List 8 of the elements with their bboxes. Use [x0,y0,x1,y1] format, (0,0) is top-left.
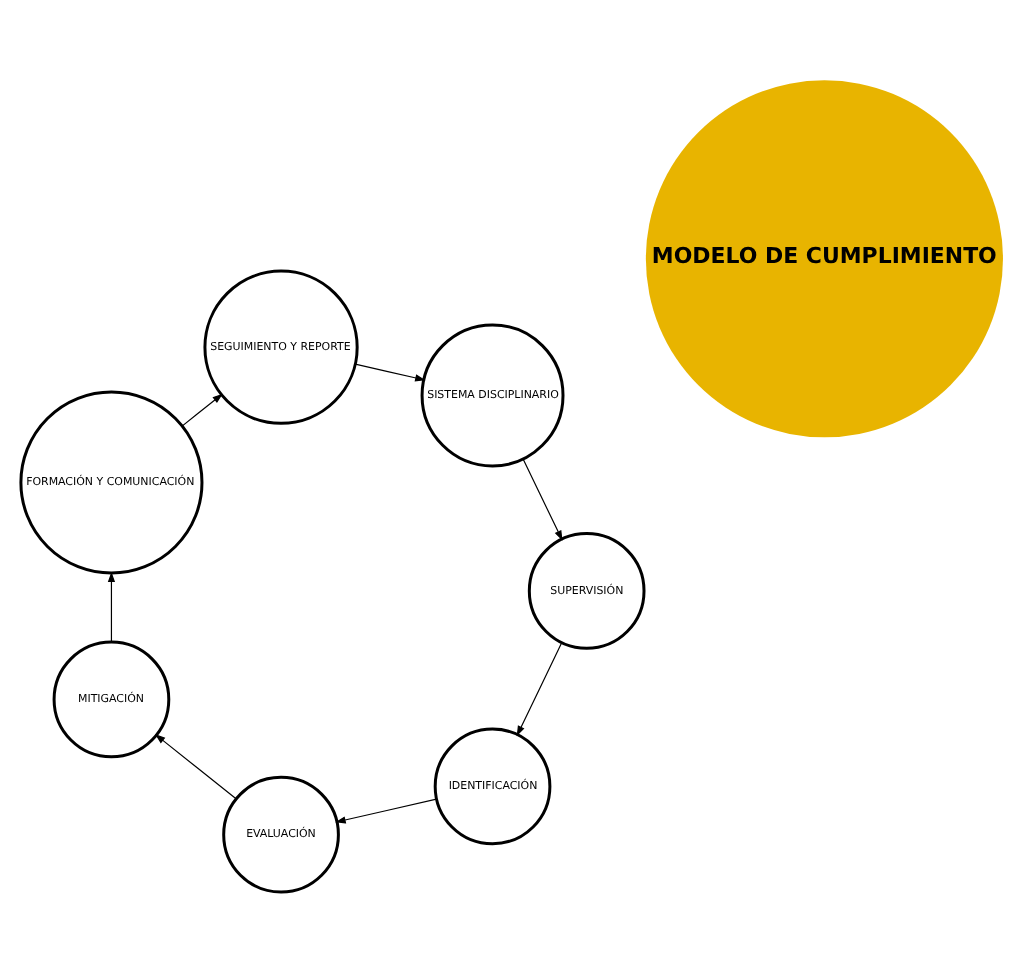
arrow [354,362,426,381]
arrow [335,797,438,823]
arrow [516,641,563,736]
arrow [154,733,237,799]
arrow [181,392,223,426]
node-circle: MODELO DE CUMPLIMIENTO [645,79,1003,437]
arrow [107,570,116,642]
arrow [522,457,563,540]
